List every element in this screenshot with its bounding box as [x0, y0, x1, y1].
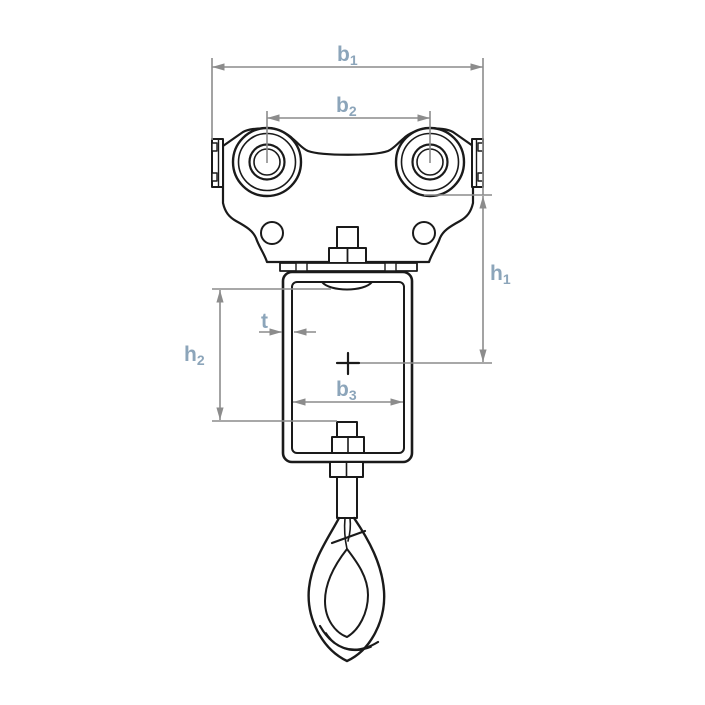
dimension-b3: b3 [293, 378, 403, 406]
h2-label-base: h [184, 343, 197, 366]
trolley-body [211, 126, 484, 272]
cross-bar [279, 262, 418, 272]
cross-bar-slot-right [384, 262, 397, 272]
left-mount-hole [260, 221, 284, 245]
suspension-bolt [329, 421, 365, 519]
t-label-base: t [261, 310, 268, 333]
dimension-h1: h1 [352, 194, 511, 364]
eye-strand-crossing [330, 529, 367, 545]
b2-label-base: b [336, 94, 349, 117]
top-stud [328, 226, 367, 264]
dimension-label-b3: b3 [336, 378, 357, 403]
dimension-label-t: t [261, 310, 268, 333]
b3-label-sub: 3 [349, 387, 357, 403]
right-mount-hole [412, 221, 436, 245]
lifting-eye [307, 516, 386, 663]
dimension-t: t [259, 310, 316, 336]
b1-label-base: b [337, 43, 350, 66]
left-guide-plate [211, 138, 224, 188]
dimension-label-h1: h1 [490, 262, 511, 287]
dimension-label-b2: b2 [336, 94, 357, 119]
dimension-b1: b1 [211, 43, 484, 195]
eye-inner-contour [324, 548, 369, 638]
top-stud-head [336, 226, 359, 249]
dimension-label-b1: b1 [337, 43, 358, 68]
h1-label-base: h [490, 262, 503, 285]
cross-bar-slot-left [295, 262, 308, 272]
eye-bottom-wrap-inner [325, 632, 372, 652]
dimension-b2: b2 [266, 94, 431, 163]
b1-label-sub: 1 [350, 52, 358, 68]
h2-label-sub: 2 [197, 352, 205, 368]
dimension-label-h2: h2 [184, 343, 205, 368]
bolt-head [336, 421, 358, 438]
left-guide-plate-body [211, 138, 224, 188]
eye-strand-line-left [343, 517, 348, 550]
right-guide-plate [471, 138, 484, 188]
dimension-h2: h2 [184, 288, 337, 422]
eye-strand-line-right [347, 517, 352, 542]
b2-label-sub: 2 [349, 103, 357, 119]
shank [336, 476, 358, 519]
left-guide-plate-tab-top [211, 142, 218, 152]
frame-top-seat-dome [321, 281, 373, 291]
eye-outer-contour [307, 516, 386, 663]
left-guide-plate-tab-bottom [211, 172, 218, 182]
h1-label-sub: 1 [503, 271, 511, 287]
center-mark [335, 351, 361, 376]
b3-label-base: b [336, 378, 349, 401]
